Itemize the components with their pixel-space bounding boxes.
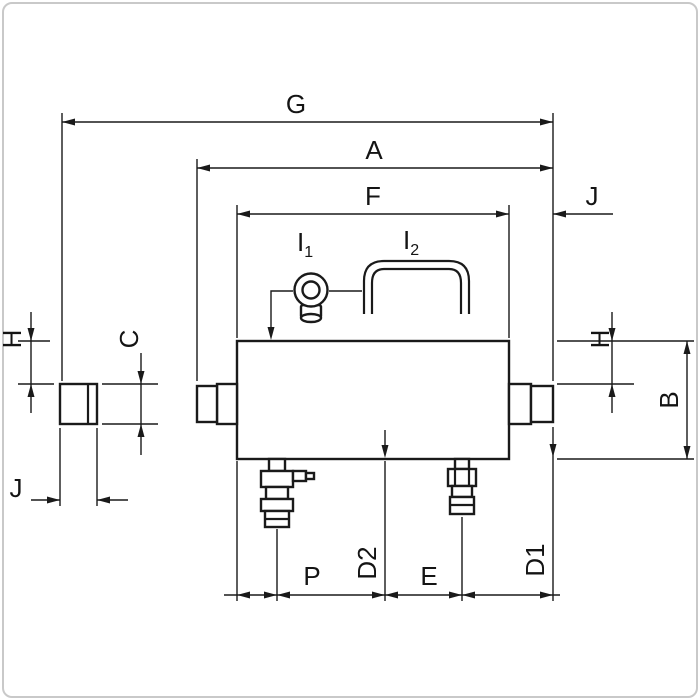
eye-bolt-leader <box>267 290 362 340</box>
label-D2: D2 <box>352 546 382 579</box>
label-H-left: H <box>0 330 27 349</box>
label-B: B <box>654 391 684 408</box>
label-I1: I1 <box>297 227 313 261</box>
dimension-J-bottom <box>31 428 128 506</box>
label-E: E <box>420 561 437 591</box>
carry-handle <box>362 259 471 314</box>
manifold-body <box>235 339 511 461</box>
dimension-G <box>61 113 554 381</box>
dimension-H-left <box>18 312 54 413</box>
bottom-right-fitting <box>446 457 478 516</box>
label-G: G <box>286 89 306 119</box>
dimension-H-right <box>557 312 634 413</box>
label-J-bottom: J <box>10 473 23 503</box>
dimension-F <box>236 205 510 338</box>
dimension-B <box>557 340 694 460</box>
right-side-port <box>507 382 555 426</box>
dimension-labels: G A F J I1 I2 H C H B J P E D2 D1 <box>0 89 684 591</box>
dimension-J-top <box>553 210 613 218</box>
label-H-right: H <box>585 330 615 349</box>
dimension-C <box>102 353 158 455</box>
label-A: A <box>365 135 383 165</box>
label-C: C <box>114 330 144 349</box>
label-P: P <box>303 561 320 591</box>
eye-bolt <box>293 272 329 324</box>
label-D1: D1 <box>520 543 550 576</box>
dimension-A <box>196 159 553 381</box>
label-I2: I2 <box>403 225 419 259</box>
dimension-bottom-chain-P-D2-E-D1 <box>224 427 560 601</box>
detached-left-fitting <box>58 382 99 426</box>
bottom-left-drain-valve <box>259 457 316 529</box>
label-J-top: J <box>586 181 599 211</box>
left-side-port <box>195 382 239 426</box>
label-F: F <box>365 181 381 211</box>
